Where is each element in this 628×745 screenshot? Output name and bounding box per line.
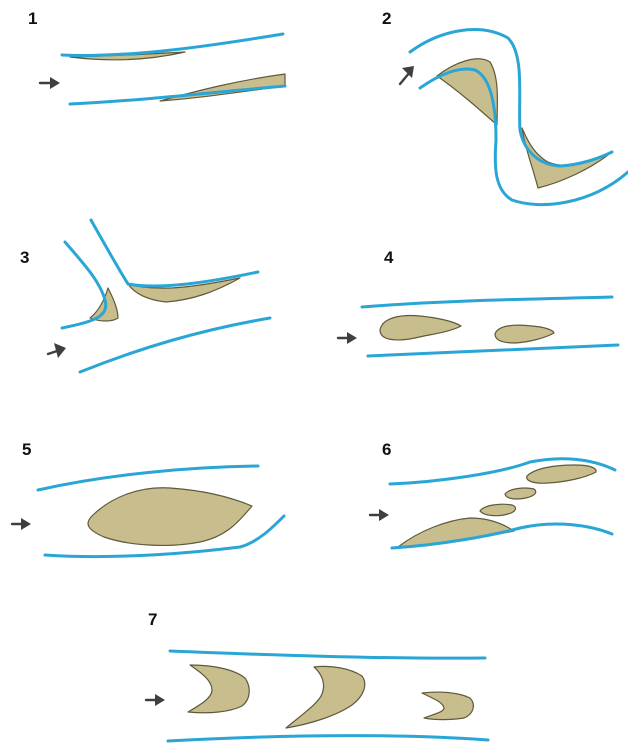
panel-number-7: 7	[148, 610, 157, 629]
sediment-bar	[527, 465, 596, 483]
sediment-bar	[505, 488, 536, 499]
sediment-bar	[88, 488, 252, 546]
panel-7: 7	[146, 610, 488, 741]
panel-1: 1	[28, 9, 285, 104]
panel-2: 2	[382, 9, 628, 205]
panel-5: 5	[12, 440, 284, 557]
river-bank	[91, 220, 258, 286]
sediment-bar	[480, 504, 515, 515]
sediment-bar	[188, 665, 249, 713]
panel-4: 4	[338, 248, 618, 356]
river-bank	[410, 30, 612, 166]
river-bank	[170, 651, 485, 658]
flow-direction-arrow-icon	[12, 518, 31, 530]
river-bank	[62, 242, 106, 328]
flow-direction-arrow-icon	[48, 343, 66, 358]
sediment-bar	[380, 316, 461, 340]
river-bank	[368, 345, 618, 356]
river-bank	[168, 736, 488, 741]
panel-number-5: 5	[22, 440, 31, 459]
panel-number-3: 3	[20, 248, 29, 267]
sediment-bar	[495, 325, 554, 343]
flow-direction-arrow-icon	[370, 509, 389, 521]
flow-direction-arrow-icon	[400, 66, 414, 84]
river-bank	[38, 466, 258, 490]
river-bank	[70, 86, 285, 104]
sediment-bar	[128, 278, 240, 302]
panel-3: 3	[20, 220, 270, 372]
panel-number-1: 1	[28, 9, 37, 28]
panel-number-6: 6	[382, 440, 391, 459]
panel-number-2: 2	[382, 9, 391, 28]
sediment-bar	[422, 692, 473, 719]
panel-6: 6	[370, 440, 615, 548]
flow-direction-arrow-icon	[40, 77, 60, 89]
flow-direction-arrow-icon	[338, 332, 357, 344]
panel-number-4: 4	[384, 248, 394, 267]
flow-direction-arrow-icon	[146, 694, 165, 706]
river-bank	[362, 297, 612, 307]
sediment-bar	[286, 666, 365, 728]
river-bank	[80, 318, 270, 372]
